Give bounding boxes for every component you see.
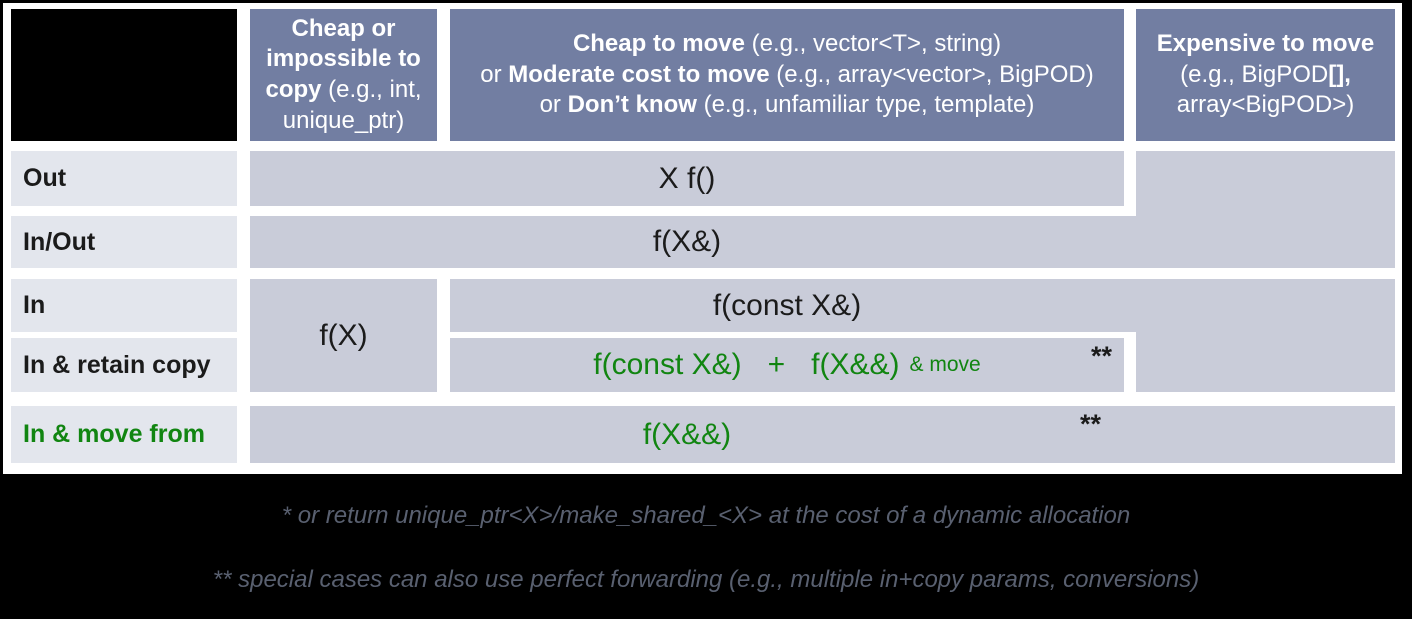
frame-left <box>0 0 3 619</box>
col3-line3: array<BigPOD>) <box>1136 90 1395 121</box>
col2-line2: or Moderate cost to move (e.g., array<ve… <box>450 60 1124 91</box>
col-header-cheap-or-moderate-move: Cheap to move (e.g., vector<T>, string) … <box>450 9 1124 141</box>
cell-retain-plus: + <box>767 348 786 381</box>
col3-line1: Expensive to move <box>1136 29 1395 60</box>
col2-l2-pre: or <box>480 60 509 88</box>
cell-retain-copy: f(const X&) + f(X&&) & move ** <box>450 338 1124 392</box>
cell-inout-text: f(X&) <box>652 225 722 258</box>
row-label-out-text: Out <box>23 164 67 192</box>
col-header-cheap-copy-text: Cheap or impossible to copy (e.g., int, … <box>256 14 431 137</box>
col2-l2-bold: Moderate cost to move <box>508 60 770 88</box>
footnote-perfect-forwarding: ** special cases can also use perfect fo… <box>212 566 1200 593</box>
cell-in-cheap-copy-fx: f(X) <box>250 279 437 392</box>
col2-line3: or Don’t know (e.g., unfamiliar type, te… <box>450 90 1124 121</box>
row-label-inout: In/Out <box>11 216 237 268</box>
cell-in-text: f(const X&) <box>712 288 862 322</box>
col-header-cheap-or-impossible-to-copy: Cheap or impossible to copy (e.g., int, … <box>250 9 437 141</box>
col3-l3: array<BigPOD>) <box>1176 91 1355 119</box>
col2-line1: Cheap to move (e.g., vector<T>, string) <box>450 29 1124 60</box>
cell-retain-footnote-stars: ** <box>1090 341 1112 371</box>
cell-retain-and-move: & move <box>909 353 981 376</box>
row-label-in-retain-copy: In & retain copy <box>11 338 237 392</box>
cell-inout-text-wrap: f(X&) <box>250 216 1124 268</box>
cell-out-xf: X f() <box>250 151 1124 206</box>
row-label-in: In <box>11 279 237 332</box>
col1-rest-text: (e.g., int, unique_ptr) <box>282 76 422 134</box>
col3-line2: (e.g., BigPOD[], <box>1136 60 1395 91</box>
cell-retain-fxrefref: f(X&&) <box>811 348 900 381</box>
col3-l1-bold: Expensive to move <box>1156 29 1375 57</box>
cell-inout-fxref: f(X&) <box>250 216 1395 268</box>
row-label-retain-text: In & retain copy <box>23 350 211 379</box>
cell-fx-text: f(X) <box>319 318 368 352</box>
col1-bold-text: Cheap or impossible to copy <box>265 14 421 103</box>
cell-move-from: f(X&&) ** <box>250 406 1395 463</box>
col3-l2-bold: [], <box>1328 60 1351 88</box>
cell-move-footnote-stars: ** <box>1080 409 1102 439</box>
cell-in-fconstxref: f(const X&) <box>450 279 1395 332</box>
col2-l2-rest: (e.g., array<vector>, BigPOD) <box>769 60 1094 88</box>
col2-l3-rest: (e.g., unfamiliar type, template) <box>696 91 1035 119</box>
cell-move-text-wrap: f(X&&) <box>250 406 1124 463</box>
footnotes-panel: * or return unique_ptr<X>/make_shared_<X… <box>0 474 1412 619</box>
frame-right <box>1402 0 1412 619</box>
row-label-in-text: In <box>23 291 46 319</box>
cell-in-text-wrap: f(const X&) <box>450 279 1124 332</box>
col3-l2-pre: (e.g., BigPOD <box>1180 60 1329 88</box>
col2-l1-rest: (e.g., vector<T>, string) <box>744 29 1002 57</box>
row-label-in-move-from: In & move from <box>11 406 237 463</box>
row-label-inout-text: In/Out <box>23 227 96 256</box>
col2-l1-bold: Cheap to move <box>572 29 745 57</box>
col-header-expensive-to-move: Expensive to move (e.g., BigPOD[], array… <box>1136 9 1395 141</box>
footnote-dynamic-allocation: * or return unique_ptr<X>/make_shared_<X… <box>281 502 1131 529</box>
cell-out-text: X f() <box>658 161 716 195</box>
cell-move-fxrefref: f(X&&) <box>642 417 732 451</box>
col2-l3-pre: or <box>539 91 568 119</box>
col2-l3-bold: Don’t know <box>567 91 697 119</box>
frame-top <box>0 0 1412 3</box>
cell-retain-fconstxref: f(const X&) <box>593 348 742 381</box>
corner-box <box>11 9 237 141</box>
row-label-out: Out <box>11 151 237 206</box>
row-label-move-text: In & move from <box>23 420 205 448</box>
